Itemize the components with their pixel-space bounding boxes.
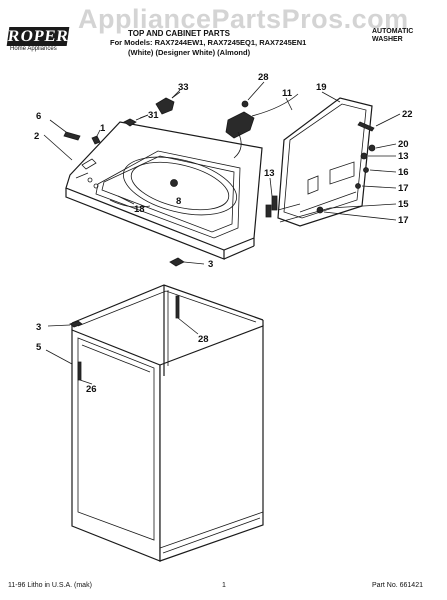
leader-lines [117,81,401,221]
watermark-text: AppliancePartsPros.com [78,4,409,34]
callout-3-upper: 3 [208,259,213,270]
callout-31: 31 [148,110,159,121]
footer-part-number: Part No. 661421 [372,582,423,589]
footer-page-number: 1 [222,582,226,589]
callout-3-lower: 3 [36,322,41,333]
grommet-part-8 [170,179,178,187]
washer-top-panel [65,121,263,260]
callout-15: 15 [398,199,409,210]
callout-16: 16 [398,167,409,178]
callout-17-lower: 17 [398,215,409,226]
callout-6: 6 [36,111,41,122]
callout-19: 19 [316,82,327,93]
callout-17-upper: 17 [398,183,409,194]
callout-2: 2 [34,131,39,142]
footer-litho-note: 11-96 Litho in U.S.A. (mak) [8,582,92,589]
callout-18: 18 [134,204,145,215]
diagram-title: TOP AND CABINET PARTS [128,29,230,38]
callout-labels: 33 31 6 1 2 18 8 28 11 19 22 20 13 13 16… [34,72,413,395]
model-list: For Models: RAX7244EW1, RAX7245EQ1, RAX7… [110,38,307,47]
part-6-and-1-hardware [43,119,101,161]
callout-33: 33 [178,82,189,93]
callout-28-top: 28 [258,72,269,83]
callout-8: 8 [176,196,181,207]
part-3-clip-upper [169,257,205,267]
logo-tagline: Home Appliances [10,46,57,52]
color-list: (White) (Designer White) (Almond) [128,48,251,57]
callout-13-right: 13 [398,151,409,162]
callout-1: 1 [100,123,106,134]
part-3-clip-lower [47,320,83,328]
part-33-lid-bracket [155,91,181,115]
callout-28-lower: 28 [198,334,209,345]
part-28-screws [175,295,199,335]
callout-11: 11 [282,88,293,99]
part-26-screw [77,361,93,385]
control-panel-backsplash [277,97,373,227]
callout-26: 26 [86,384,97,395]
part-28-timer-assembly [225,93,299,159]
callout-22: 22 [402,109,413,120]
callout-5: 5 [36,342,42,353]
part-5-leader [45,349,73,365]
product-type: AUTOMATIC WASHER [372,28,414,43]
right-side-fasteners [265,121,376,223]
callout-20: 20 [398,139,409,150]
washer-cabinet [71,284,264,562]
callout-13-left: 13 [264,168,275,179]
